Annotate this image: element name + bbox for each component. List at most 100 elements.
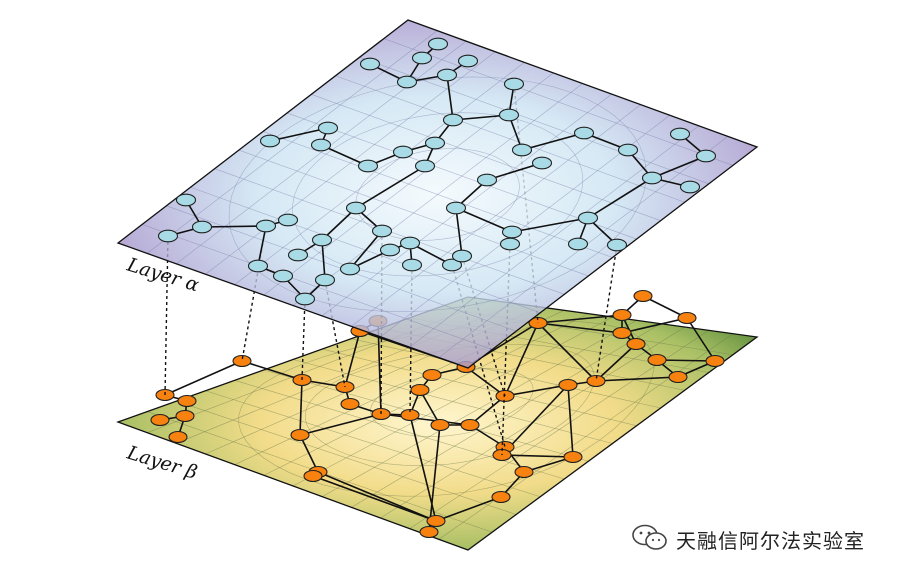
beta-edge: [299, 379, 303, 436]
layer-alpha-nodes: [157, 37, 717, 306]
beta-edge: [299, 413, 382, 436]
beta-node: [303, 469, 323, 483]
interlayer-link: [501, 243, 511, 456]
interlayer-link: [595, 244, 618, 382]
beta-node: [232, 354, 252, 368]
beta-edge: [504, 384, 569, 397]
beta-node: [668, 370, 688, 384]
alpha-node: [501, 225, 523, 239]
alpha-edge: [349, 230, 383, 270]
alpha-edge: [201, 225, 267, 228]
grid-line: [176, 400, 517, 515]
alpha-node: [503, 77, 525, 91]
alpha-node: [317, 121, 339, 135]
beta-node: [371, 407, 391, 421]
beta-edge: [317, 471, 437, 522]
beta-node: [612, 326, 632, 340]
beta-edge: [299, 434, 319, 473]
beta-edge: [344, 330, 361, 388]
alpha-node: [567, 237, 589, 251]
wechat-icon: [630, 523, 670, 553]
alpha-node: [436, 68, 458, 82]
beta-edge: [312, 475, 437, 522]
beta-node: [633, 289, 653, 303]
layer-beta-grid: [147, 300, 734, 540]
beta-node: [430, 418, 450, 432]
beta-edge: [419, 389, 441, 426]
alpha-node: [499, 237, 521, 251]
alpha-node: [314, 273, 336, 287]
alpha-node: [606, 238, 628, 252]
beta-node: [177, 394, 197, 408]
alpha-node: [695, 149, 717, 163]
alpha-node: [294, 292, 316, 306]
grid-ring: [292, 112, 584, 277]
beta-node: [612, 308, 632, 322]
alpha-node: [287, 248, 309, 262]
beta-node: [175, 409, 195, 423]
alpha-edge: [511, 217, 589, 233]
beta-edge: [164, 360, 243, 396]
beta-node: [168, 430, 188, 444]
alpha-node: [247, 259, 269, 273]
grid-line: [438, 333, 734, 540]
alpha-node: [511, 143, 533, 157]
beta-node: [292, 373, 312, 387]
alpha-node: [175, 193, 197, 207]
alpha-node: [457, 54, 479, 68]
beta-edge: [537, 322, 623, 334]
beta-node: [426, 514, 446, 528]
beta-edge: [595, 376, 679, 382]
alpha-edge: [321, 239, 326, 281]
beta-edge: [621, 317, 688, 334]
beta-edge: [469, 395, 506, 426]
beta-edge: [504, 322, 539, 397]
watermark-text: 天融信阿尔法实验室: [676, 529, 865, 553]
beta-edge: [595, 343, 637, 382]
alpha-node: [357, 159, 379, 173]
beta-node: [410, 383, 430, 397]
alpha-node: [445, 201, 467, 215]
beta-node: [705, 354, 725, 368]
beta-edge: [380, 413, 471, 426]
alpha-edge: [455, 207, 513, 233]
beta-node: [677, 311, 697, 325]
alpha-node: [411, 51, 433, 65]
alpha-node: [451, 249, 473, 263]
beta-edge: [435, 496, 502, 522]
beta-node: [422, 368, 442, 382]
alpha-node: [396, 75, 418, 89]
alpha-node: [157, 229, 179, 243]
alpha-node: [345, 201, 367, 215]
beta-node: [155, 388, 175, 402]
alpha-node: [339, 262, 361, 276]
interlayer-link: [241, 225, 267, 362]
alpha-node: [427, 37, 449, 51]
grid-ring: [370, 368, 534, 437]
alpha-node: [191, 220, 213, 234]
alpha-node: [498, 108, 520, 122]
beta-edge: [409, 414, 437, 522]
alpha-node: [379, 243, 401, 257]
beta-node: [514, 465, 534, 479]
alpha-node: [617, 143, 639, 157]
interlayer-link: [301, 298, 306, 381]
beta-edge: [686, 317, 716, 362]
alpha-node: [359, 57, 381, 71]
alpha-edge: [269, 127, 329, 142]
interlayer-link: [164, 235, 169, 396]
alpha-edge: [257, 225, 267, 267]
beta-node: [558, 378, 578, 392]
alpha-node: [401, 258, 423, 272]
beta-node: [460, 418, 480, 432]
alpha-node: [442, 113, 464, 127]
beta-node: [647, 353, 667, 367]
alpha-node: [476, 173, 498, 187]
alpha-node: [272, 269, 294, 283]
beta-node: [491, 490, 511, 504]
layer-alpha-grid: [142, 30, 734, 358]
beta-edge: [241, 360, 303, 381]
alpha-node: [441, 258, 463, 272]
grid-ring: [238, 320, 655, 497]
